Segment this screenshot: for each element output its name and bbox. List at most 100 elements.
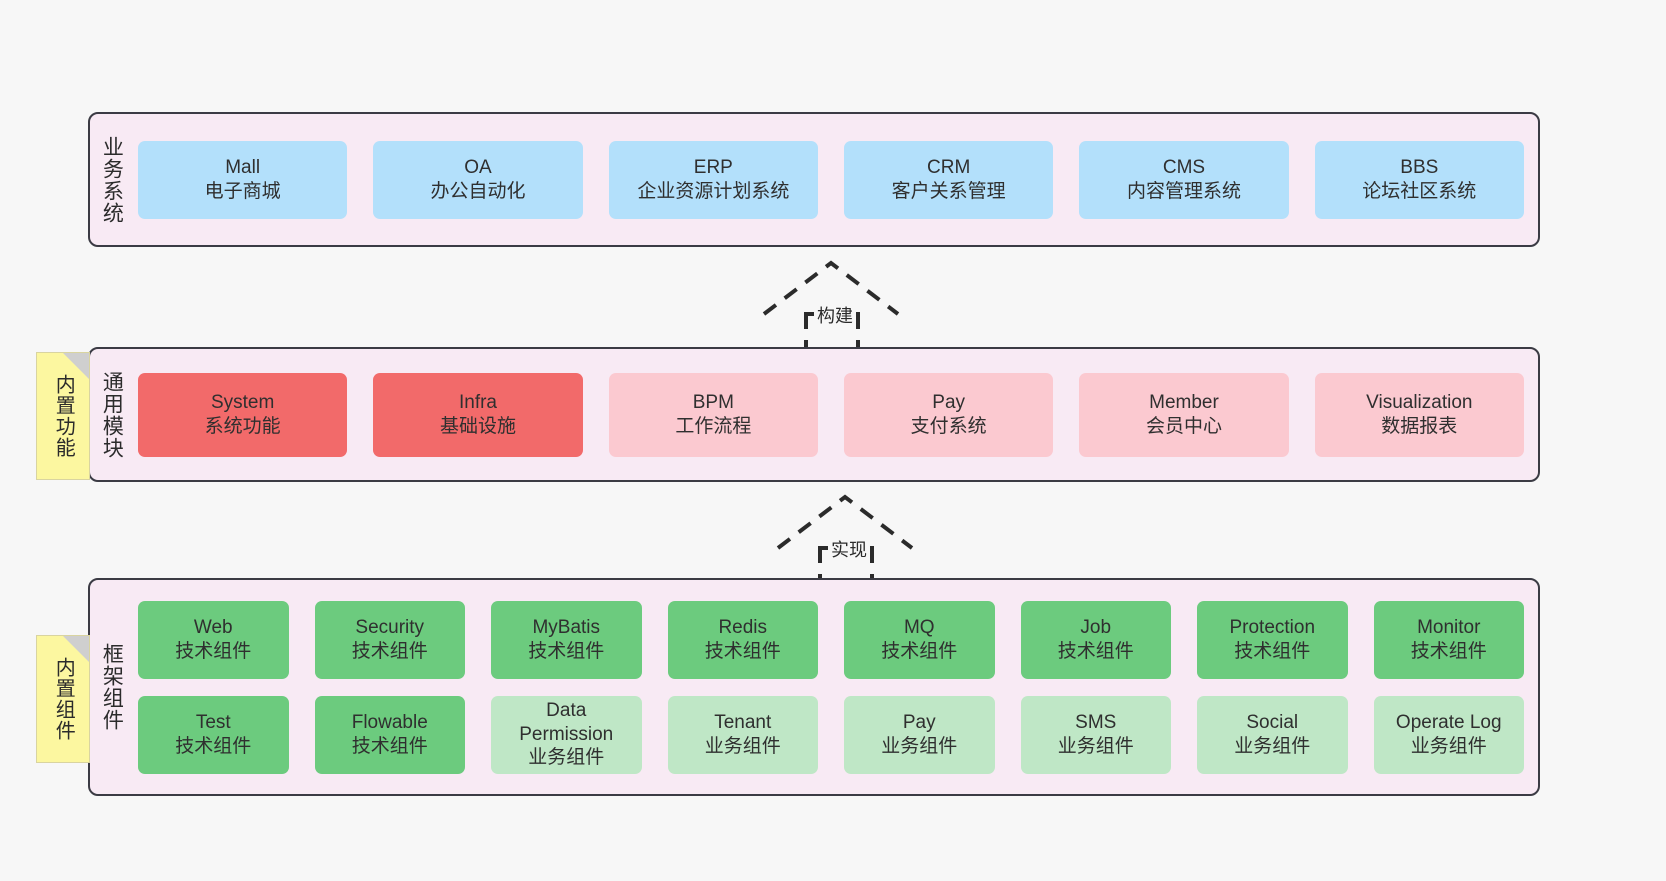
card-subtitle: 技术组件 — [528, 640, 605, 662]
card-web[interactable]: Web 技术组件 — [138, 600, 289, 679]
card-mybatis[interactable]: MyBatis 技术组件 — [491, 600, 642, 679]
card-pay[interactable]: Pay 支付系统 — [843, 372, 1054, 457]
layer-label-common-modules: 通用模块 — [100, 370, 124, 459]
card-subtitle: 企业资源计划系统 — [637, 180, 790, 202]
card-title: Protection — [1229, 616, 1316, 638]
card-oa[interactable]: OA 办公自动化 — [373, 140, 583, 219]
card-redis[interactable]: Redis 技术组件 — [667, 600, 818, 679]
card-title: Data — [546, 699, 587, 721]
card-subtitle: 技术组件 — [1057, 640, 1134, 662]
layer-framework-components: 框架组件 Web 技术组件 Security 技术组件 MyBatis 技术组件… — [88, 578, 1540, 796]
card-title: Web — [193, 616, 233, 638]
card-subtitle: 会员中心 — [1145, 415, 1222, 437]
card-subtitle: 业务组件 — [1234, 735, 1311, 757]
card-subtitle: 技术组件 — [881, 640, 958, 662]
card-infra[interactable]: Infra 基础设施 — [373, 372, 583, 457]
card-social[interactable]: Social 业务组件 — [1197, 695, 1348, 774]
layer-body-framework-components: Web 技术组件 Security 技术组件 MyBatis 技术组件 Redi… — [132, 580, 1538, 794]
card-title: Tenant — [714, 711, 772, 733]
card-subtitle: 技术组件 — [351, 735, 428, 757]
card-title: Pay — [902, 711, 936, 733]
card-crm[interactable]: CRM 客户关系管理 — [843, 140, 1054, 219]
layer-common-modules: 通用模块 System 系统功能 Infra 基础设施 BPM 工作流程 Pay… — [88, 347, 1540, 482]
card-title: Pay — [932, 391, 966, 413]
card-protection[interactable]: Protection 技术组件 — [1197, 600, 1348, 679]
card-row: Web 技术组件 Security 技术组件 MyBatis 技术组件 Redi… — [138, 600, 1524, 679]
card-row: Mall 电子商城 OA 办公自动化 ERP 企业资源计划系统 CRM 客户关系… — [138, 140, 1524, 219]
card-mq[interactable]: MQ 技术组件 — [844, 600, 995, 679]
card-job[interactable]: Job 技术组件 — [1020, 600, 1171, 679]
card-subtitle: 办公自动化 — [430, 180, 526, 202]
card-subtitle: 业务组件 — [704, 735, 781, 757]
card-title: Member — [1149, 391, 1219, 413]
card-title: MyBatis — [532, 616, 601, 638]
card-title-line2: Permission — [519, 723, 614, 745]
arrow-build: 构建 — [756, 258, 906, 358]
card-data-permission[interactable]: Data Permission 业务组件 — [491, 695, 642, 774]
card-cms[interactable]: CMS 内容管理系统 — [1079, 140, 1289, 219]
card-title: Flowable — [351, 711, 428, 733]
layer-body-business-systems: Mall 电子商城 OA 办公自动化 ERP 企业资源计划系统 CRM 客户关系… — [132, 114, 1538, 245]
card-member[interactable]: Member 会员中心 — [1079, 372, 1289, 457]
card-security[interactable]: Security 技术组件 — [314, 600, 465, 679]
card-mall[interactable]: Mall 电子商城 — [138, 140, 348, 219]
card-erp[interactable]: ERP 企业资源计划系统 — [608, 140, 818, 219]
card-system[interactable]: System 系统功能 — [138, 372, 348, 457]
card-title: BBS — [1400, 156, 1439, 178]
card-title: Mall — [225, 156, 261, 178]
card-bpm[interactable]: BPM 工作流程 — [608, 372, 818, 457]
card-title: ERP — [693, 156, 733, 178]
card-title: Visualization — [1366, 391, 1473, 413]
card-row: System 系统功能 Infra 基础设施 BPM 工作流程 Pay 支付系统… — [138, 372, 1524, 457]
note-label: 内置组件 — [52, 657, 75, 741]
card-bbs[interactable]: BBS 论坛社区系统 — [1314, 140, 1524, 219]
layer-body-common-modules: System 系统功能 Infra 基础设施 BPM 工作流程 Pay 支付系统… — [132, 349, 1538, 480]
card-monitor[interactable]: Monitor 技术组件 — [1373, 600, 1524, 679]
note-label: 内置功能 — [52, 374, 75, 458]
card-title: MQ — [903, 616, 935, 638]
card-subtitle: 业务组件 — [1410, 735, 1487, 757]
card-title: Operate Log — [1395, 711, 1502, 733]
card-subtitle: 数据报表 — [1381, 415, 1458, 437]
card-subtitle: 内容管理系统 — [1126, 180, 1241, 202]
card-subtitle: 支付系统 — [910, 415, 987, 437]
card-title: SMS — [1075, 711, 1117, 733]
card-subtitle: 技术组件 — [175, 640, 252, 662]
card-flowable[interactable]: Flowable 技术组件 — [314, 695, 465, 774]
layer-label-framework-components: 框架组件 — [100, 643, 124, 731]
card-title: Social — [1246, 711, 1299, 733]
card-visualization[interactable]: Visualization 数据报表 — [1314, 372, 1524, 457]
card-title: Redis — [718, 616, 768, 638]
card-sms[interactable]: SMS 业务组件 — [1020, 695, 1171, 774]
arrow-label-build: 构建 — [814, 302, 856, 328]
card-pay-component[interactable]: Pay 业务组件 — [844, 695, 995, 774]
card-subtitle: 系统功能 — [204, 415, 281, 437]
card-title: System — [210, 391, 275, 413]
card-title: CRM — [927, 156, 971, 178]
card-title: BPM — [692, 391, 734, 413]
card-row: Test 技术组件 Flowable 技术组件 Data Permission … — [138, 695, 1524, 774]
card-subtitle: 技术组件 — [351, 640, 428, 662]
card-subtitle: 技术组件 — [1410, 640, 1487, 662]
card-test[interactable]: Test 技术组件 — [138, 695, 289, 774]
card-subtitle: 电子商城 — [204, 180, 281, 202]
card-subtitle: 技术组件 — [704, 640, 781, 662]
card-operate-log[interactable]: Operate Log 业务组件 — [1373, 695, 1524, 774]
layer-label-business-systems: 业务系统 — [100, 135, 124, 224]
card-title: CMS — [1162, 156, 1206, 178]
card-subtitle: 技术组件 — [175, 735, 252, 757]
card-subtitle: 基础设施 — [439, 415, 516, 437]
card-subtitle: 业务组件 — [528, 747, 605, 769]
card-tenant[interactable]: Tenant 业务组件 — [667, 695, 818, 774]
card-title: OA — [464, 156, 492, 178]
note-builtin-components: 内置组件 — [36, 635, 90, 763]
layer-business-systems: 业务系统 Mall 电子商城 OA 办公自动化 ERP 企业资源计划系统 CRM… — [88, 112, 1540, 247]
arrow-implement: 实现 — [770, 492, 920, 592]
card-subtitle: 技术组件 — [1234, 640, 1311, 662]
arrow-label-implement: 实现 — [828, 536, 870, 562]
card-title: Infra — [458, 391, 497, 413]
card-subtitle: 业务组件 — [881, 735, 958, 757]
card-subtitle: 工作流程 — [675, 415, 752, 437]
note-builtin-features: 内置功能 — [36, 352, 90, 480]
